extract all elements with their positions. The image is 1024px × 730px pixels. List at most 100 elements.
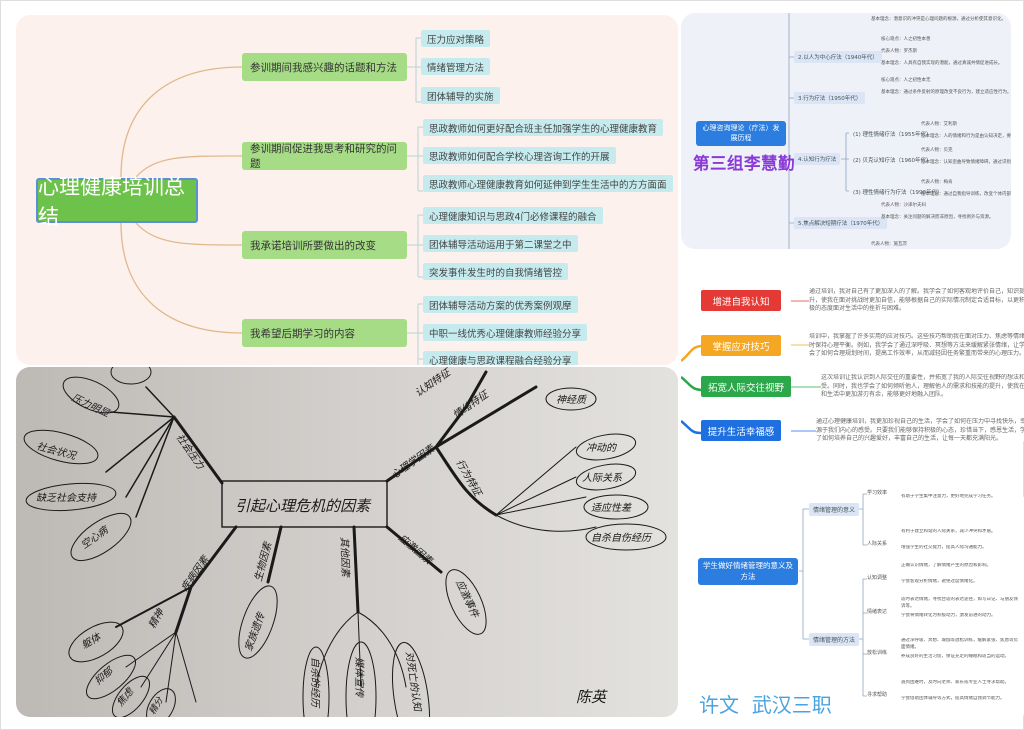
sub-node[interactable]: (3) 理性情绪行为疗法（1990年代） bbox=[853, 190, 943, 196]
leaf-label: 自杀自伤经历 bbox=[591, 532, 653, 544]
leaf-label: 压力明显 bbox=[70, 392, 112, 420]
mindmap-connectors bbox=[681, 300, 821, 435]
sub-node[interactable]: 放松训练 bbox=[867, 650, 888, 656]
leaf-node[interactable]: 心理健康知识与思政4门必修课程的融合 bbox=[423, 207, 603, 224]
leaf-text: 学会借助团体辅导等方式，提高情绪自我调节能力。 bbox=[901, 696, 1005, 701]
leaf-text: 有助于学生集中注意力，更好地完成学习任务。 bbox=[901, 494, 996, 499]
leaf-text: 增强学生的社交能力，提高人际沟通能力。 bbox=[901, 545, 987, 550]
leaf-text: 基本理念：人具有自我实现的潜能，通过真诚共情促进成长。 bbox=[881, 61, 1003, 66]
leaf-label: 适应性差 bbox=[591, 502, 632, 514]
leaf-text: 基本理念：认知歪曲导致情绪障碍，通过识别自动思维改变。 bbox=[921, 160, 1011, 165]
gain-tag[interactable]: 增进自我认知 bbox=[701, 290, 781, 311]
gain-description: 这次培训让我认识到人际交往的重要性，并拓宽了我的人际交往视野的想法和感受。同时，… bbox=[821, 374, 1024, 399]
gain-description: 通过培训，我对自己有了更加深入的了解。我学会了如何客观地评价自己，知识提升，使我… bbox=[809, 288, 1024, 313]
gain-description: 通过心理健康培训，我更加珍视自己的生活，学会了如何在压力中寻找快乐，幸福源于我们… bbox=[816, 418, 1024, 443]
leaf-text: 核心观点：人之初性本无 bbox=[881, 78, 931, 83]
branch-node[interactable]: 我希望后期学习的内容 bbox=[242, 319, 407, 347]
gain-tag[interactable]: 拓宽人际交往视野 bbox=[701, 376, 791, 397]
leaf-node[interactable]: 思政教师如何更好配合班主任加强学生的心理健康教育 bbox=[423, 119, 664, 136]
mindmap-connectors bbox=[788, 13, 849, 249]
root-node[interactable]: 心理健康培训总结 bbox=[36, 175, 198, 229]
author-label: 第三组李慧勤 bbox=[693, 154, 795, 173]
leaf-text: 正确认识情绪，了解情绪产生的原因和影响。 bbox=[901, 563, 991, 568]
center-label: 引起心理危机的因素 bbox=[235, 497, 372, 515]
branch-node[interactable]: 3.行为疗法（1950年代） bbox=[794, 92, 866, 104]
branch-label: 认知特征 bbox=[413, 367, 454, 399]
leaf-label: 神经质 bbox=[556, 394, 588, 406]
leaf-node[interactable]: 情绪管理方法 bbox=[421, 58, 491, 75]
mindmap-connectors bbox=[799, 493, 867, 697]
leaf-text: 代表人物：罗杰斯 bbox=[881, 49, 917, 54]
author-signature: 陈英 bbox=[576, 688, 608, 706]
branch-node[interactable]: 参训期间我感兴趣的话题和方法 bbox=[242, 53, 407, 81]
branch-label: 应激因素 bbox=[396, 532, 435, 568]
leaf-node[interactable]: 心理健康与思政课程融合经验分享 bbox=[423, 351, 578, 365]
leaf-node[interactable]: 团体辅导活动方案的优秀案例观摩 bbox=[423, 296, 578, 313]
leaf-label: 缺乏社会支持 bbox=[36, 492, 97, 504]
center-box bbox=[221, 480, 388, 528]
leaf-text: 基本理念：潜意识的冲突是心理问题的根源，通过分析使其意识化。 bbox=[871, 17, 1006, 22]
branch-label: 疾病因素 bbox=[179, 553, 212, 593]
gain-description: 培训中，我掌握了许多实用的应对技巧。这些技巧帮助我在面对压力、焦虑等情绪时保持心… bbox=[809, 333, 1024, 358]
leaf-text: 基本理念：关注问题的解决而非原因，寻找例外与资源。 bbox=[881, 215, 994, 220]
leaf-node[interactable]: 团体辅导的实施 bbox=[421, 87, 500, 104]
leaf-label: 空心病 bbox=[79, 523, 112, 551]
branch-node[interactable]: 参训期间促进我思考和研究的问题 bbox=[242, 142, 407, 170]
branch-node[interactable]: 5.焦点解决短期疗法（1970年代） bbox=[794, 217, 888, 229]
leaf-node[interactable]: 思政教师心理健康教育如何延伸到学生生活中的方方面面 bbox=[423, 175, 673, 192]
leaf-text: 学会客观分析情绪，避免过度情绪化。 bbox=[901, 579, 978, 584]
leaf-text: 核心观点：人之初性本善 bbox=[881, 37, 931, 42]
leaf-node[interactable]: 突发事件发生时的自我情绪管控 bbox=[423, 263, 569, 280]
sub-node[interactable]: (2) 贝克认知疗法（1960年代） bbox=[853, 158, 932, 164]
sub-node[interactable]: 寻求帮助 bbox=[867, 692, 888, 698]
sub-node[interactable]: 人际关系 bbox=[867, 541, 888, 547]
leaf-text: 基本理念：人的情绪和行为是由认知决定，要改变不合理信念。 bbox=[921, 134, 1011, 139]
leaf-text: 学会将情绪转化为积极动力，激发前进的动力。 bbox=[901, 613, 996, 618]
leaf-label: 人际关系 bbox=[582, 472, 623, 484]
handdrawn-sketch: 引起心理危机的因素 社会压力 压力明显 社会状况 缺乏社会支持 空心病 心理学因… bbox=[23, 367, 667, 717]
leaf-text: 有利于建立和谐的人际关系，减少冲突和矛盾。 bbox=[901, 529, 996, 534]
leaf-label: 自杀的经历 bbox=[309, 657, 321, 709]
leaf-label: 精分 bbox=[147, 695, 166, 717]
branch-label: 心理学因素 bbox=[389, 442, 438, 481]
root-node[interactable]: 心理咨询理论（疗法）发展历程 bbox=[696, 121, 786, 146]
branch-label: 其他因素 bbox=[338, 537, 351, 578]
leaf-node[interactable]: 团体辅导活动运用于第二课堂之中 bbox=[423, 235, 578, 252]
leaf-text: 代表人物：沙泽尔夫妇 bbox=[881, 203, 926, 208]
branch-label: 生物因素 bbox=[252, 540, 274, 583]
leaf-text: 代表人物：梅肯 bbox=[921, 180, 953, 185]
leaf-node[interactable]: 思政教师如何配合学校心理咨询工作的开展 bbox=[423, 147, 616, 164]
root-node[interactable]: 学生做好情绪管理的意义及方法 bbox=[698, 558, 798, 585]
author-label: 许文 武汉三职 bbox=[699, 693, 832, 717]
mindmap-connectors bbox=[120, 37, 423, 365]
gain-tag[interactable]: 掌握应对技巧 bbox=[701, 335, 781, 356]
leaf-label: 抑郁 bbox=[92, 664, 117, 687]
sub-node[interactable]: 学习效率 bbox=[867, 490, 888, 496]
leaf-text: 代表人物：艾利斯 bbox=[921, 122, 957, 127]
branch-node[interactable]: 我承诺培训所要做出的改变 bbox=[242, 231, 407, 259]
sub-node[interactable]: (1) 理性情绪疗法（1955年代） bbox=[853, 132, 932, 138]
branch-node[interactable]: 4.认知行为疗法 bbox=[794, 153, 841, 165]
branch-node[interactable]: 2.以人为中心疗法（1940年代） bbox=[794, 51, 882, 63]
leaf-text: 基本理念：通过条件反射的原理改变不良行为，建立适应性行为。 bbox=[881, 90, 1011, 95]
leaf-label: 应激事件 bbox=[453, 578, 481, 620]
leaf-text: 遇到困难时，及时向老师、家长或专业人士寻求帮助。 bbox=[901, 680, 1009, 685]
leaf-text: 养成良好的生活习惯，保证充足的睡眠和适当的运动。 bbox=[901, 654, 1009, 659]
branch-node[interactable]: 情绪管理的方法 bbox=[809, 633, 860, 646]
leaf-node[interactable]: 压力应对策略 bbox=[421, 30, 491, 47]
leaf-node[interactable]: 中职一线优秀心理健康教师经验分享 bbox=[423, 324, 588, 341]
sub-node[interactable]: 认知调整 bbox=[867, 575, 888, 581]
training-summary-mindmap: 心理健康培训总结 参训期间我感兴趣的话题和方法压力应对策略情绪管理方法团体辅导的… bbox=[16, 15, 678, 365]
counseling-theory-mindmap: 基本理念：潜意识的冲突是心理问题的根源，通过分析使其意识化。 心理咨询理论（疗法… bbox=[681, 13, 1011, 249]
leaf-text: 代表人物：施瓦茨 bbox=[871, 242, 907, 247]
gain-tag[interactable]: 提升生活幸福感 bbox=[701, 420, 781, 441]
leaf-label: 社会状况 bbox=[35, 440, 78, 462]
leaf-label: 躯体 bbox=[80, 630, 105, 651]
leaf-label: 对死亡的认知 bbox=[403, 651, 423, 713]
leaf-text: 适时表达情绪，寻找合适的表达途径，如写日记、与朋友倾诉等。 bbox=[901, 597, 1018, 609]
branch-node[interactable]: 情绪管理的意义 bbox=[809, 503, 860, 516]
leaf-text: 代表人物：贝克 bbox=[921, 148, 953, 153]
leaf-label: 媒体宣传 bbox=[353, 657, 365, 698]
leaf-text: 基本理念：通过自我指导训练，改变个体内部对话，促进适应。 bbox=[921, 192, 1011, 197]
sub-node[interactable]: 情绪表达 bbox=[867, 609, 888, 615]
